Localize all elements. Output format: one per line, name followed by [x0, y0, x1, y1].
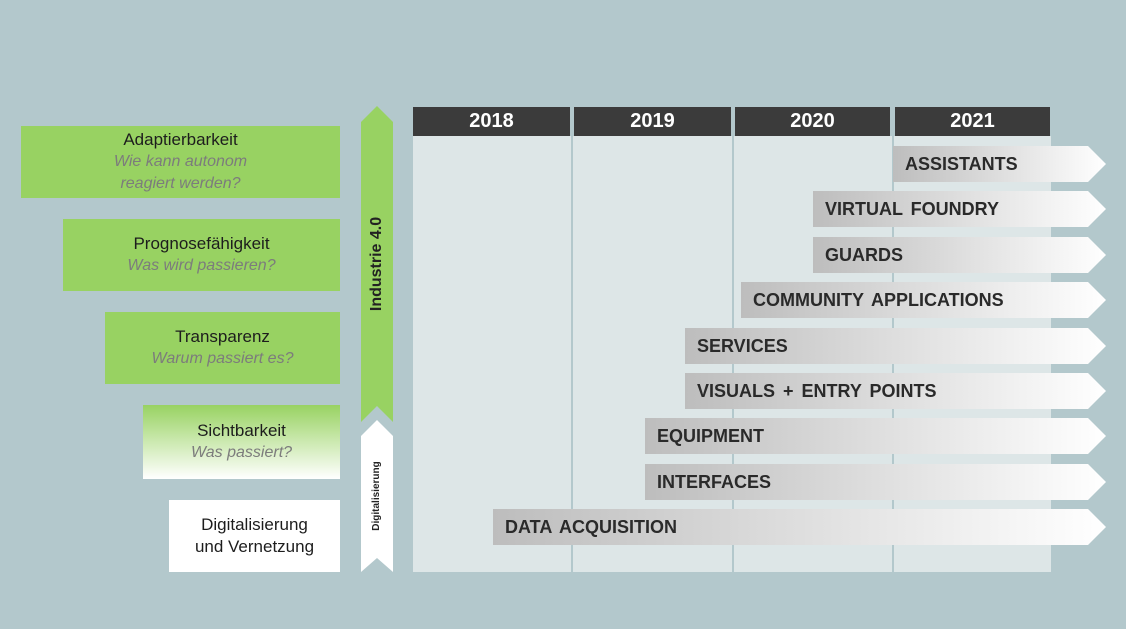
stair-title: Digitalisierung und Vernetzung [194, 515, 315, 556]
stair-adaptierbarkeit: Adaptierbarkeit Wie kann autonom reagier… [21, 126, 340, 198]
year-divider [571, 136, 573, 572]
industrie-arrow-shape [361, 106, 393, 422]
roadmap-bar-label: ASSISTANTS [905, 154, 1018, 174]
roadmap-bar: INTERFACES [645, 464, 1106, 500]
industrie-label: Industrie 4.0 [368, 216, 385, 312]
year-header-2019: 2019 [574, 107, 731, 136]
stair-subtitle: Was wird passieren? [127, 257, 276, 274]
roadmap-bar: ASSISTANTS [893, 146, 1106, 182]
stair-subtitle: Was passiert? [190, 444, 293, 461]
roadmap-bar-label: INTERFACES [657, 472, 772, 492]
roadmap-bar-label: VIRTUAL FOUNDRY [825, 199, 999, 219]
stair-sichtbarkeit: Sichtbarkeit Was passiert? [143, 405, 340, 479]
stair-title: Sichtbarkeit [197, 421, 286, 440]
roadmap-bar-label: DATA ACQUISITION [505, 517, 677, 537]
stair-transparenz: Transparenz Warum passiert es? [105, 312, 340, 384]
roadmap-bar-arrow [813, 191, 1106, 227]
stair-prognosefaehigkeit: Prognosefähigkeit Was wird passieren? [63, 219, 340, 291]
roadmap-bar-arrow [741, 282, 1106, 318]
roadmap-bar-arrow [645, 464, 1106, 500]
roadmap-bar: VIRTUAL FOUNDRY [813, 191, 1106, 227]
digital-label: Digitalisierung [371, 461, 382, 531]
stair-subtitle: Warum passiert es? [151, 350, 294, 367]
roadmap-bar-label: GUARDS [825, 245, 904, 265]
roadmap-bar-label: VISUALS + ENTRY POINTS [697, 381, 937, 401]
roadmap-bar-arrow [685, 328, 1106, 364]
roadmap-bar-arrow [813, 237, 1106, 273]
roadmap-bar-label: EQUIPMENT [657, 426, 765, 446]
roadmap-bar-arrow [493, 509, 1106, 545]
roadmap-bar-label: SERVICES [697, 336, 788, 356]
year-header-2018: 2018 [413, 107, 570, 136]
roadmap-bar: COMMUNITY APPLICATIONS [741, 282, 1106, 318]
roadmap-bar: SERVICES [685, 328, 1106, 364]
stair-digitalisierung: Digitalisierung und Vernetzung [169, 500, 340, 572]
roadmap-bar: VISUALS + ENTRY POINTS [685, 373, 1106, 409]
roadmap-bar-arrow [645, 418, 1106, 454]
digital-arrow: Digitalisierung [361, 420, 393, 572]
stair-title: Adaptierbarkeit [123, 130, 238, 149]
roadmap-bar: DATA ACQUISITION [493, 509, 1106, 545]
roadmap-bar: EQUIPMENT [645, 418, 1106, 454]
roadmap-bar: GUARDS [813, 237, 1106, 273]
roadmap-bar-arrow [893, 146, 1106, 182]
year-header-2020: 2020 [735, 107, 890, 136]
stair-title: Transparenz [175, 327, 270, 346]
stair-title: Prognosefähigkeit [133, 234, 270, 253]
digital-arrow-shape [361, 420, 393, 572]
roadmap-bar-arrow [685, 373, 1106, 409]
roadmap-bar-label: COMMUNITY APPLICATIONS [753, 290, 1004, 310]
year-header-2021: 2021 [895, 107, 1050, 136]
stair-subtitle: Wie kann autonom reagiert werden? [113, 153, 248, 192]
industrie-arrow: Industrie 4.0 [361, 106, 393, 422]
